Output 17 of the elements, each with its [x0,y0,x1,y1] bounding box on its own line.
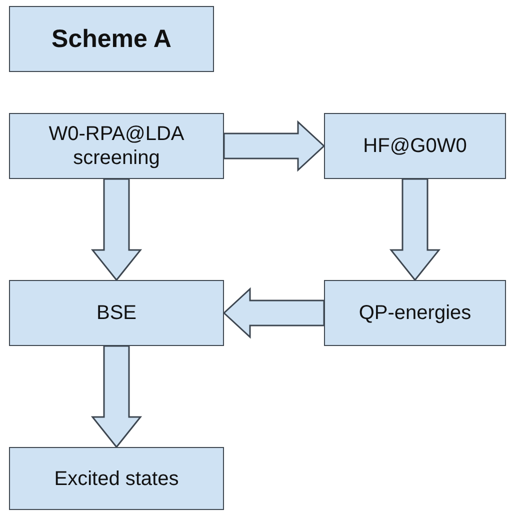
box-label: HF@G0W0 [363,134,467,158]
block-arrow [90,345,142,448]
process-box [9,447,224,510]
block-arrow [222,287,325,339]
box-label: W0-RPA@LDA screening [48,122,186,170]
block-arrow [90,178,142,282]
process-box [9,113,224,179]
box-label: BSE [96,301,137,325]
block-arrow [223,120,326,172]
process-box [324,280,506,346]
process-box [9,280,224,346]
box-label: Excited states [54,466,179,490]
box-label: Scheme A [52,24,172,54]
title-box [9,6,214,72]
box-label: QP-energies [358,301,472,325]
process-box [324,113,506,179]
block-arrow [389,178,441,282]
